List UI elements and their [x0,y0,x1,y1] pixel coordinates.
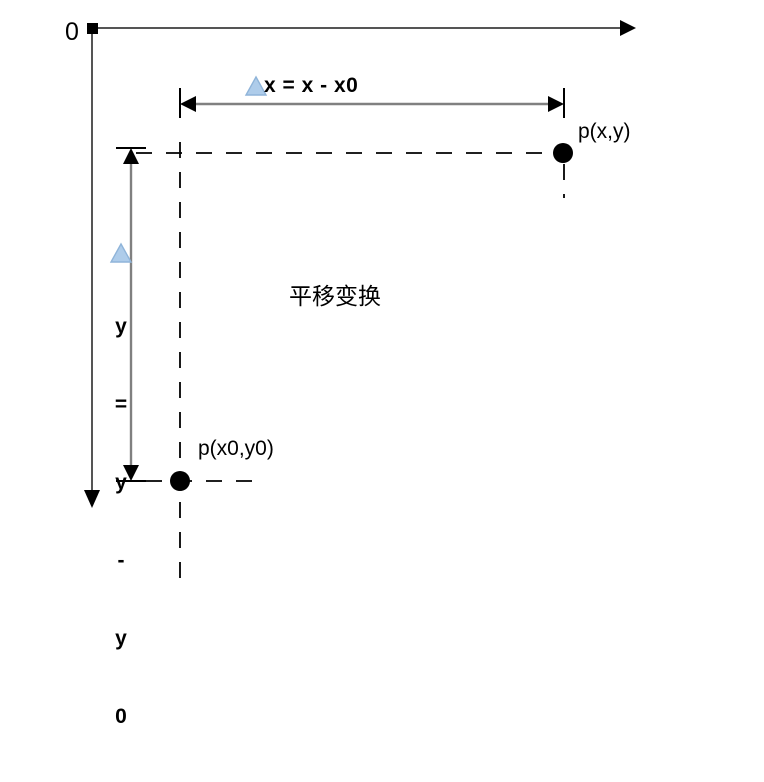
axes-group [84,20,636,508]
delta-x-label: x = x - x0 [264,74,359,97]
point-markers-group [170,143,573,491]
origin-label: 0 [65,18,79,46]
x-axis-arrowhead [620,20,636,36]
diagram-title-text: 平移变换 [289,284,381,310]
delta-y-dimension [116,147,146,482]
dashed-guides-group [136,142,576,582]
delta-triangle-y-icon [109,242,133,263]
point-marker-pxy [553,143,573,163]
point-label-pxy: p(x,y) [578,120,631,143]
delta-y-char-5: 0 [115,705,127,728]
origin-marker [87,23,98,34]
point-marker-px0y0 [170,471,190,491]
translation-transform-diagram [84,20,636,582]
delta-triangle-x [244,75,268,96]
delta-y-top-arrowhead [123,148,139,164]
delta-y-char-2: y [115,471,127,494]
delta-x-left-arrowhead [180,96,196,112]
delta-x-dimension [179,88,565,118]
delta-triangle-x-icon [244,75,268,96]
delta-y-char-4: y [115,627,127,650]
delta-triangle-y [109,242,133,263]
delta-y-label: y = y - y 0 [110,262,132,782]
y-axis-arrowhead [84,490,100,508]
delta-y-char-3: - [117,549,125,572]
delta-y-char-1: = [114,393,128,416]
delta-y-char-0: y [115,315,127,338]
point-label-px0y0: p(x0,y0) [198,437,274,460]
delta-x-right-arrowhead [548,96,564,112]
delta-y-bottom-arrowhead [123,465,139,481]
diagram-canvas: 0 x = x - x0 y = y - y 0 p(x,y) p(x0,y0)… [65,18,636,728]
